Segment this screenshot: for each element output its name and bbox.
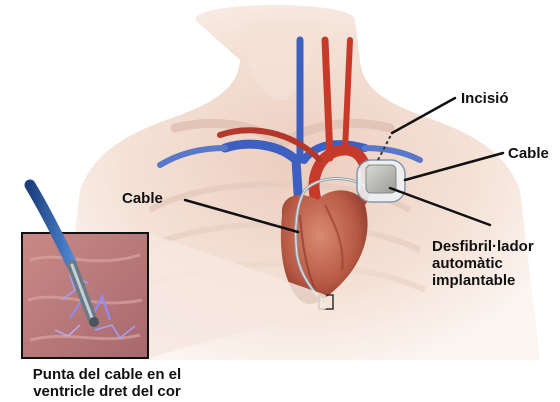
defibrillator-device: [357, 160, 405, 202]
label-defibrillator-line3: implantable: [432, 272, 534, 289]
inset-caption-line1: Punta del cable en el: [2, 366, 212, 383]
inset-caption: Punta del cable en el ventricle dret del…: [2, 366, 212, 400]
label-cable-right: Cable: [508, 145, 549, 162]
inset-caption-line2: ventricle dret del cor: [2, 383, 212, 400]
label-defibrillator-line1: Desfibril·lador: [432, 238, 534, 255]
label-defibrillator: Desfibril·lador automàtic implantable: [432, 238, 534, 289]
label-defibrillator-line2: automàtic: [432, 255, 534, 272]
label-cable-left: Cable: [122, 190, 163, 207]
label-incision: Incisió: [461, 90, 509, 107]
